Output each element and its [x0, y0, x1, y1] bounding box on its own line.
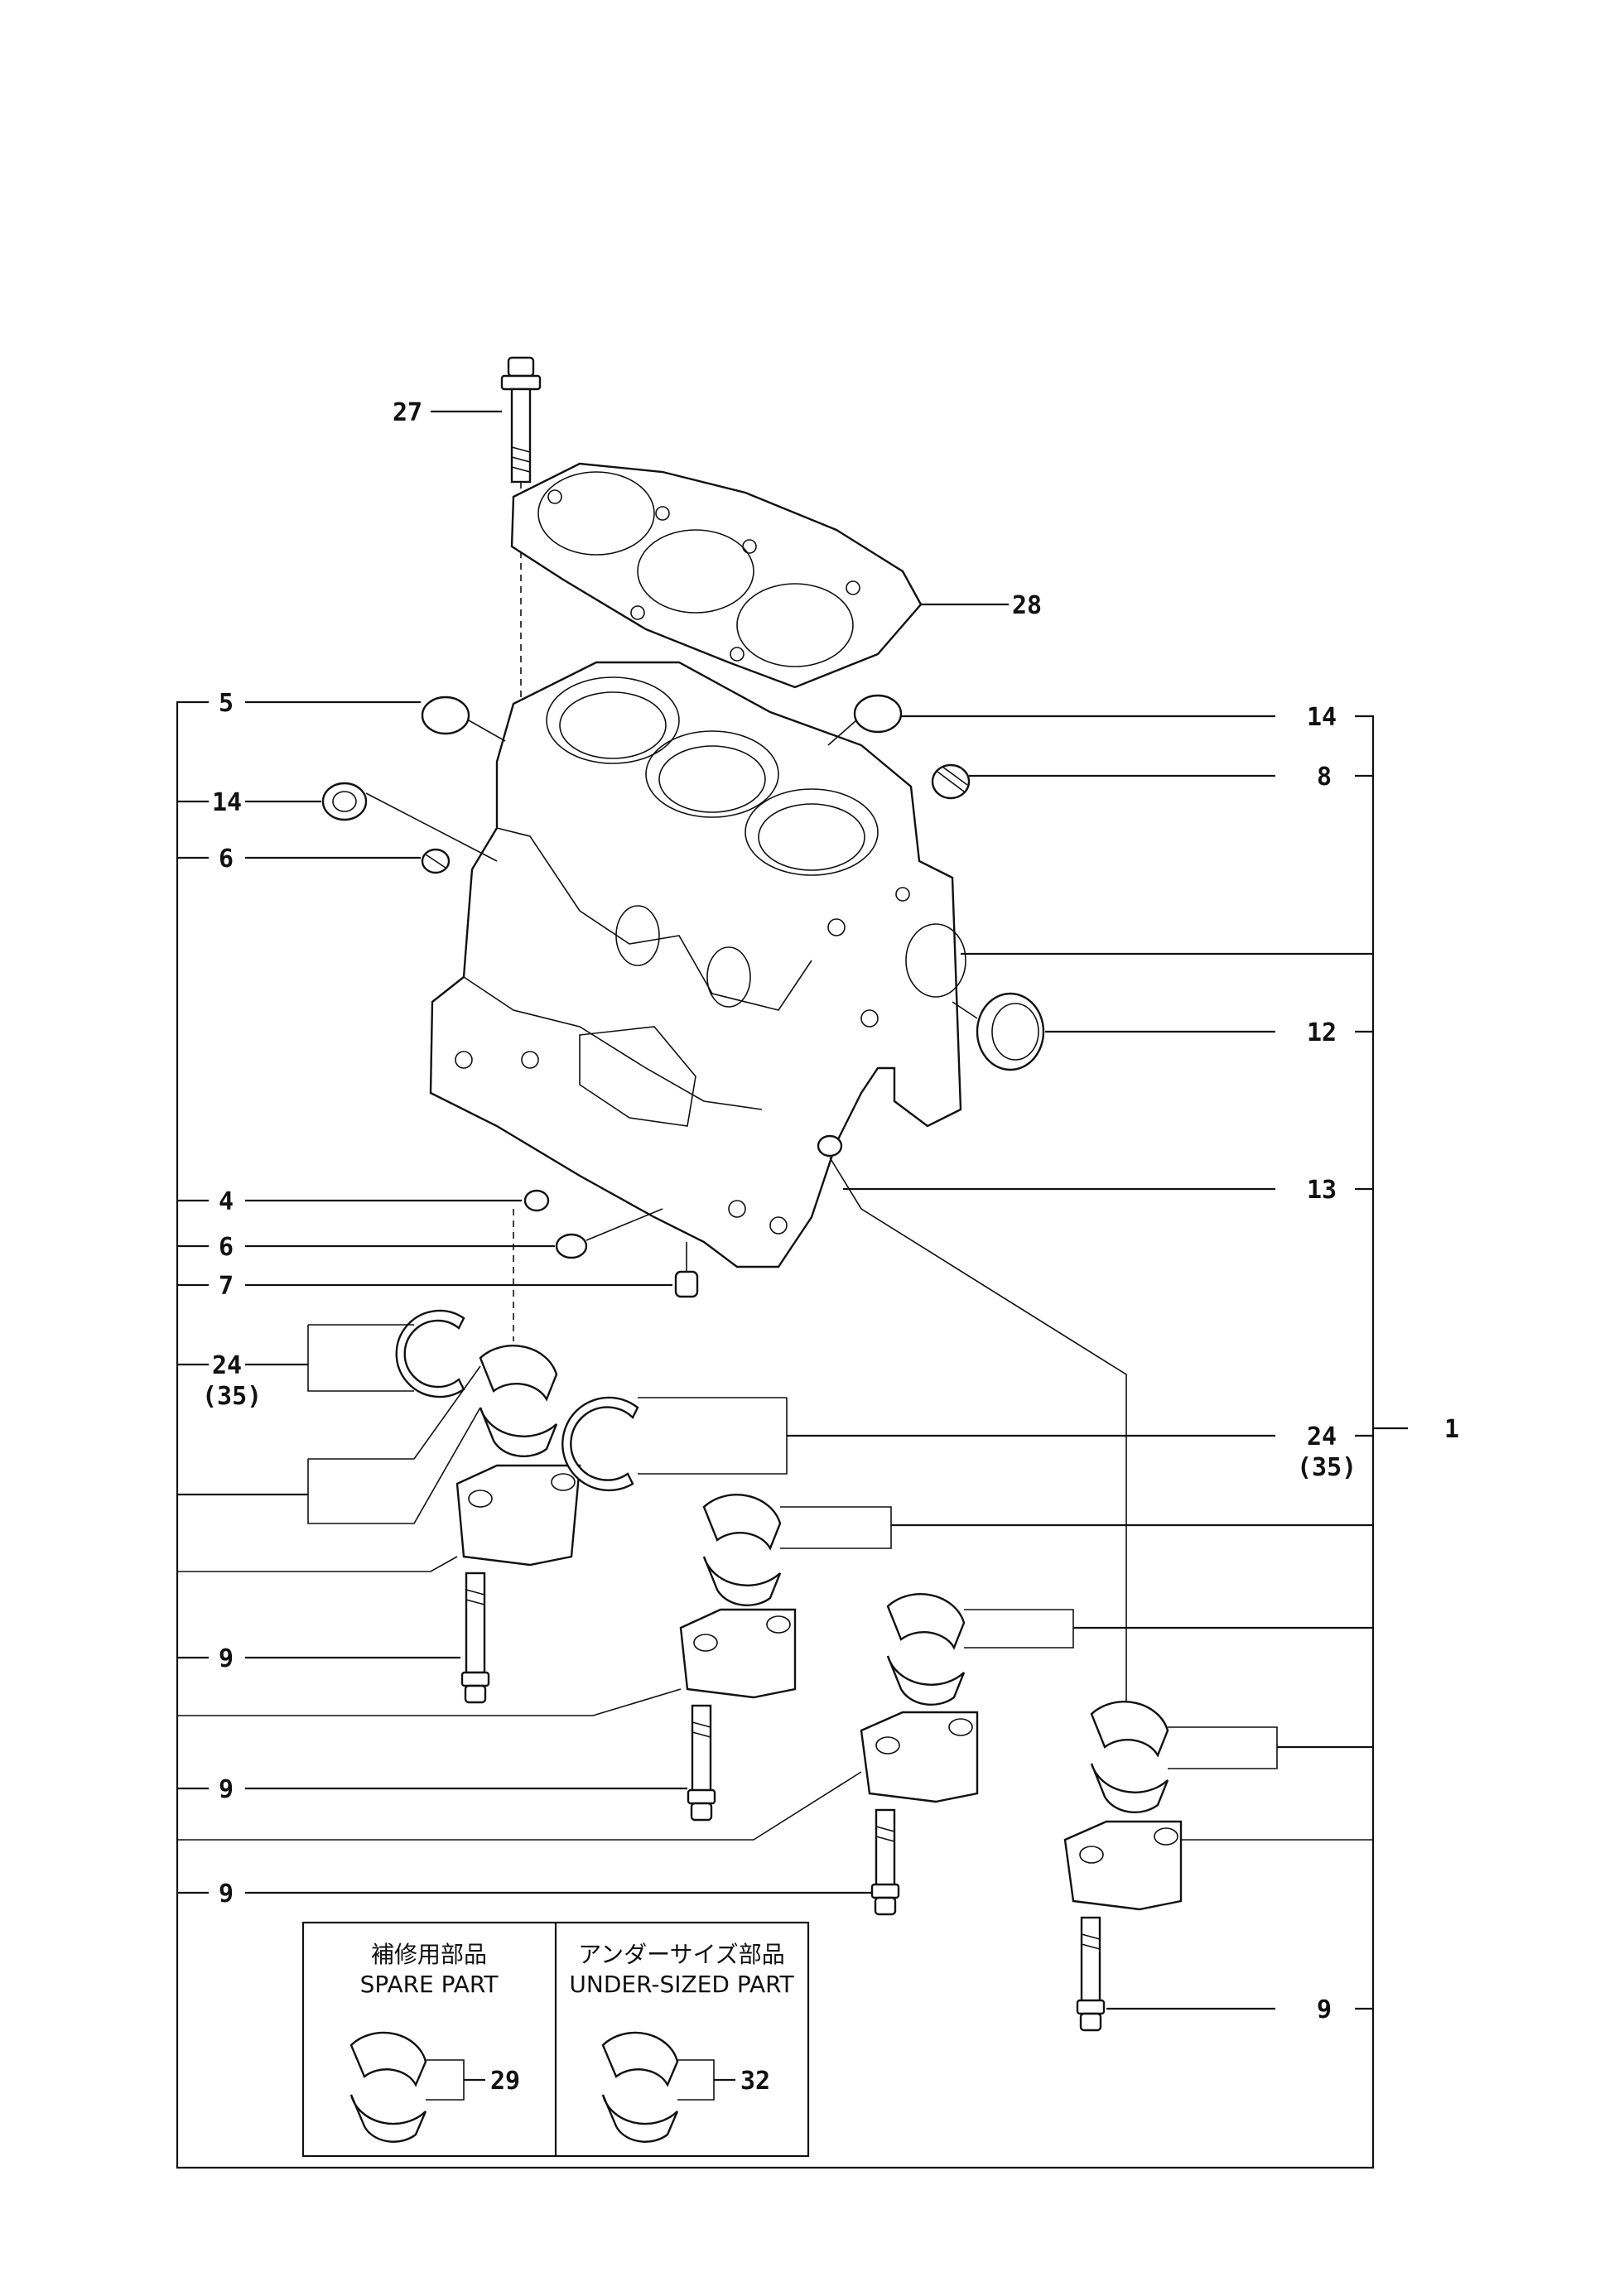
assembly-bracket — [176, 700, 1408, 2169]
undersize-part-title-en: UNDER-SIZED PART — [569, 1971, 794, 1998]
callout-4: 4 — [219, 1187, 234, 1216]
plug-6-lower — [555, 1208, 663, 1259]
plug-4 — [513, 1189, 550, 1341]
callout-9-d: 9 — [1317, 1995, 1332, 2024]
callout-7: 7 — [219, 1272, 234, 1301]
plug-14-right — [827, 694, 903, 746]
thrust-washer-24-right — [561, 1396, 788, 1492]
head-bolt-27 — [500, 356, 542, 712]
callout-6-upper: 6 — [219, 845, 234, 874]
main-bearing-shell-right — [1090, 1701, 1278, 1814]
callout-27: 27 — [393, 398, 422, 427]
camshaft-bushing-12 — [952, 992, 1045, 1071]
main-bearing-bolt-9-c — [870, 1808, 900, 1916]
bearing-cap-1 — [177, 1464, 581, 1572]
callout-35-right: (35) — [1297, 1453, 1357, 1482]
callout-5: 5 — [219, 689, 234, 718]
spare-parts-box — [301, 1921, 810, 2158]
callout-13: 13 — [1307, 1176, 1337, 1205]
callout-29: 29 — [490, 2067, 520, 2096]
callout-14-right: 14 — [1307, 703, 1337, 732]
callout-28: 28 — [1012, 591, 1042, 620]
callout-1: 1 — [1444, 1415, 1459, 1444]
callout-32: 32 — [740, 2067, 770, 2096]
undersize-part-title-jp: アンダーサイズ部品 — [578, 1941, 784, 1968]
bearing-cap-3 — [177, 1711, 979, 1841]
plug-7 — [674, 1242, 699, 1298]
callout-6-lower: 6 — [219, 1233, 234, 1262]
callout-24-left: 24 — [212, 1351, 242, 1380]
main-bearing-bolt-9-b — [687, 1704, 716, 1822]
plug-6-upper — [421, 848, 451, 874]
callout-35-left: (35) — [202, 1382, 262, 1411]
callout-9-a: 9 — [219, 1644, 234, 1673]
main-bearing-bolt-9-d — [1076, 1916, 1106, 2032]
plug-8 — [931, 763, 971, 800]
callout-8: 8 — [1317, 763, 1332, 792]
callout-9-b: 9 — [219, 1775, 234, 1804]
thrust-washer-24-left — [307, 1309, 465, 1398]
bearing-cap-2 — [177, 1608, 797, 1716]
seal-14-left — [321, 782, 498, 862]
callout-9-c: 9 — [219, 1880, 234, 1909]
callout-14-left: 14 — [212, 788, 242, 817]
spare-part-title-jp: 補修用部品 — [371, 1941, 487, 1968]
main-bearing-shell-middle-right — [886, 1593, 1074, 1706]
main-bearing-shell-left — [307, 1345, 558, 1524]
main-bearing-shell-middle — [702, 1494, 892, 1607]
main-bearing-bolt-9-a — [460, 1572, 490, 1704]
callout-12: 12 — [1307, 1018, 1337, 1047]
cylinder-block — [429, 661, 966, 1268]
head-gasket-28 — [510, 462, 923, 689]
plug-5 — [421, 696, 506, 742]
bearing-cap-4 — [1063, 1820, 1373, 1911]
callout-24-right: 24 — [1307, 1422, 1337, 1451]
spare-part-title-en: SPARE PART — [360, 1971, 499, 1998]
plug-13 — [817, 1134, 1127, 1706]
